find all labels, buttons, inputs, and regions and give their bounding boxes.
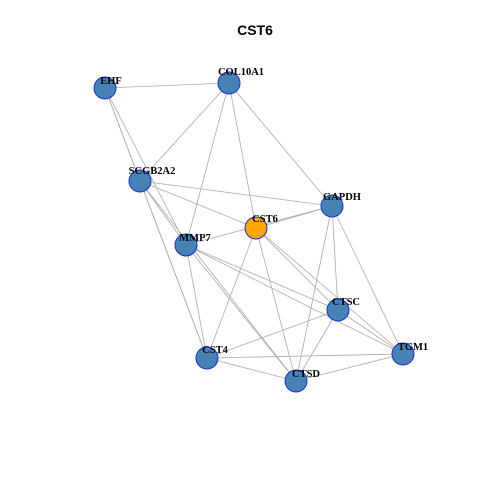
node-label-ehf: EHF bbox=[100, 76, 122, 87]
graph-title: CST6 bbox=[237, 22, 273, 38]
edge-col10a1-mmp7 bbox=[185, 82, 230, 246]
node-label-mmp7: MMP7 bbox=[179, 233, 211, 244]
node-label-ctsc: CTSC bbox=[332, 297, 360, 308]
node-label-ctsd: CTSD bbox=[292, 369, 320, 380]
node-label-gapdh: GAPDH bbox=[323, 192, 361, 203]
edge-col10a1-cst6 bbox=[228, 82, 257, 229]
node-label-scgb2a2: SCGB2A2 bbox=[129, 166, 176, 177]
edge-scgb2a2-cst6 bbox=[139, 180, 257, 229]
node-mmp7[interactable] bbox=[174, 233, 198, 257]
node-ehf[interactable] bbox=[93, 76, 117, 100]
node-cst6[interactable] bbox=[244, 216, 268, 240]
edge-ctsc-cst4 bbox=[206, 309, 339, 359]
node-label-col10a1: COL10A1 bbox=[218, 67, 264, 78]
edge-scgb2a2-gapdh bbox=[139, 180, 333, 207]
edge-gapdh-tgm1 bbox=[331, 205, 404, 355]
node-gapdh[interactable] bbox=[320, 194, 344, 218]
nodes-layer bbox=[93, 71, 415, 393]
edge-cst4-tgm1 bbox=[206, 353, 404, 359]
node-label-tgm1: TGM1 bbox=[398, 342, 428, 353]
edge-scgb2a2-cst4 bbox=[139, 180, 208, 359]
edge-cst6-ctsc bbox=[255, 227, 339, 311]
edge-ctsd-tgm1 bbox=[295, 353, 404, 382]
edge-ehf-mmp7 bbox=[104, 87, 187, 246]
edge-scgb2a2-ctsd bbox=[139, 180, 297, 382]
node-label-cst4: CST4 bbox=[202, 345, 228, 356]
edge-cst4-ctsd bbox=[206, 357, 297, 382]
edge-ctsc-ctsd bbox=[295, 309, 339, 382]
edge-col10a1-gapdh bbox=[228, 82, 333, 207]
edge-ehf-col10a1 bbox=[104, 82, 230, 89]
node-ctsd[interactable] bbox=[284, 369, 308, 393]
edge-col10a1-scgb2a2 bbox=[139, 82, 230, 182]
node-label-cst6: CST6 bbox=[252, 214, 278, 225]
edge-gapdh-ctsd bbox=[295, 205, 333, 382]
edge-ctsc-tgm1 bbox=[337, 309, 404, 355]
edge-cst6-ctsd bbox=[255, 227, 297, 382]
node-scgb2a2[interactable] bbox=[128, 169, 152, 193]
node-cst4[interactable] bbox=[195, 346, 219, 370]
node-ctsc[interactable] bbox=[326, 298, 350, 322]
node-tgm1[interactable] bbox=[391, 342, 415, 366]
edge-gapdh-ctsc bbox=[331, 205, 339, 311]
edge-mmp7-cst4 bbox=[185, 244, 208, 359]
edge-mmp7-ctsd bbox=[185, 244, 297, 382]
node-col10a1[interactable] bbox=[217, 71, 241, 95]
edge-mmp7-tgm1 bbox=[185, 244, 404, 355]
edge-scgb2a2-mmp7 bbox=[139, 180, 187, 246]
edge-cst6-cst4 bbox=[206, 227, 257, 359]
edge-cst6-tgm1 bbox=[255, 227, 404, 355]
edge-mmp7-ctsc bbox=[185, 244, 339, 311]
